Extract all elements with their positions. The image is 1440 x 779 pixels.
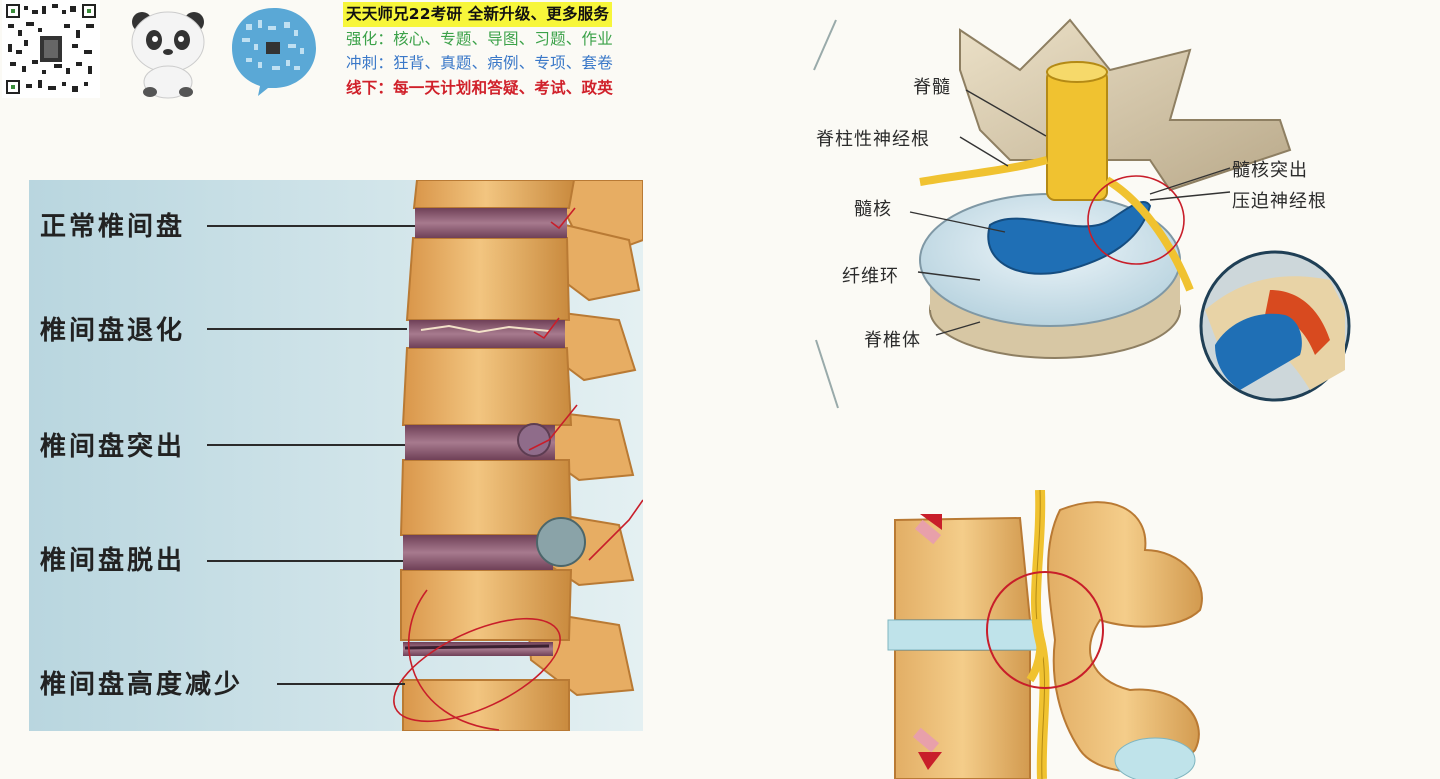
label-nucleus: 髓核 bbox=[854, 199, 892, 220]
label-vertebral-body: 脊椎体 bbox=[864, 330, 921, 351]
leader-line bbox=[207, 444, 405, 446]
leader-line bbox=[277, 683, 405, 685]
qr-code-image bbox=[2, 0, 100, 98]
disc-herniation-illustration bbox=[813, 18, 1351, 409]
label-nucleus-protrusion: 髓核突出 bbox=[1232, 160, 1308, 181]
leader-line bbox=[207, 560, 403, 562]
stage-label-protrusion: 椎间盘突出 bbox=[40, 432, 186, 462]
promo-text-block: 天天师兄22考研 全新升级、更多服务 强化：核心、专题、导图、习题、作业 冲刺：… bbox=[343, 2, 713, 100]
label-spinal-cord: 脊髓 bbox=[913, 77, 951, 98]
label-compress-nerve-root: 压迫神经根 bbox=[1232, 191, 1327, 212]
stage-label-degeneration: 椎间盘退化 bbox=[40, 316, 186, 346]
spine-lateral-illustration bbox=[29, 180, 643, 731]
leader-line bbox=[207, 328, 407, 330]
herniated-disc-figure: 脊髓 脊柱性神经根 髓核突出 压迫神经根 髓核 纤维环 脊椎体 bbox=[810, 10, 1370, 410]
stage-label-extrusion: 椎间盘脱出 bbox=[40, 546, 186, 576]
stage-label-normal: 正常椎间盘 bbox=[40, 212, 186, 242]
promo-line-3: 冲刺：狂背、真题、病例、专项、套卷 bbox=[346, 54, 613, 72]
label-annulus: 纤维环 bbox=[842, 266, 899, 287]
disc-degeneration-figure: 正常椎间盘 椎间盘退化 椎间盘突出 椎间盘脱出 椎间盘高度减少 bbox=[29, 180, 643, 731]
label-nerve-root: 脊柱性神经根 bbox=[816, 129, 930, 150]
foraminal-stenosis-figure bbox=[880, 490, 1220, 779]
foraminal-stenosis-illustration bbox=[887, 490, 1203, 779]
leader-line bbox=[207, 225, 415, 227]
panda-logo bbox=[120, 4, 216, 100]
promo-line-2: 强化：核心、专题、导图、习题、作业 bbox=[346, 29, 613, 48]
bubble-qr-logo bbox=[228, 4, 320, 96]
stage-label-height-loss: 椎间盘高度减少 bbox=[40, 670, 244, 700]
promo-line-1: 天天师兄22考研 全新升级、更多服务 bbox=[343, 2, 613, 27]
promo-line-4: 线下：每一天计划和答疑、考试、政英 bbox=[346, 78, 613, 97]
